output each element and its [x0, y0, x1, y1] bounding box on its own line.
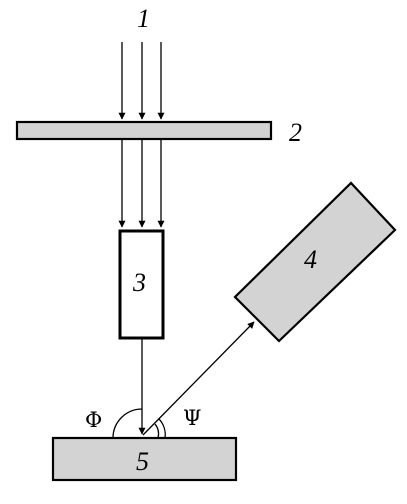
- psi-angle-arc-outer: [158, 418, 166, 439]
- label-element-4: 4: [304, 245, 317, 274]
- phi-angle-arc: [112, 408, 143, 439]
- label-element-3: 3: [132, 268, 146, 297]
- incident-rays: [118, 42, 165, 120]
- psi-angle-arc-inner: [154, 423, 160, 439]
- label-psi: Ψ: [183, 406, 201, 430]
- transmitted-rays: [118, 140, 165, 228]
- element-3-box: [118, 229, 165, 340]
- label-plate: 2: [289, 118, 302, 147]
- reflected-ray: [142, 321, 255, 436]
- label-incident-beam: 1: [137, 4, 150, 33]
- label-sample: 5: [136, 447, 149, 476]
- sample-block: [51, 436, 238, 482]
- label-phi: Φ: [85, 408, 102, 432]
- plate: [15, 120, 273, 141]
- element-4-box: [233, 181, 397, 343]
